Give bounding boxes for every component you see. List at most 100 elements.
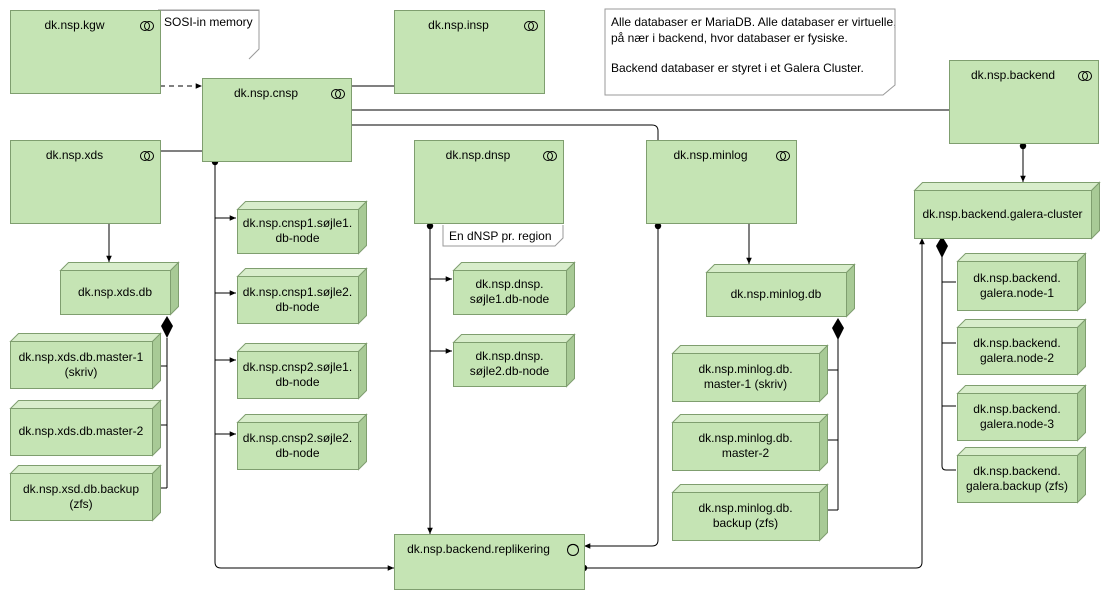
node-label-line: dk.nsp.backend. — [973, 401, 1061, 416]
node-label-line: dk.nsp.backend. — [973, 270, 1061, 285]
node-minlog-m2[interactable]: dk.nsp.minlog.db.master-2 — [671, 413, 829, 472]
node-label-line: galera.node-2 — [979, 350, 1055, 365]
galera-aggregation — [941, 255, 956, 471]
node-label-line: dk.nsp.xds.db.master-2 — [18, 424, 144, 438]
node-cnsp1-s2[interactable]: dk.nsp.cnsp1.søjle2.db-node — [236, 267, 368, 325]
node-label-line: dk.nsp.minlog.db — [730, 286, 822, 301]
node-shape — [452, 261, 576, 316]
minlogdb-aggregation — [826, 338, 839, 511]
node-label: dk.nsp.minlog.db.master-1 (skriv) — [672, 362, 819, 392]
node-label-line: galera.node-1 — [979, 285, 1055, 300]
node-label-line: dk.nsp.minlog.db. — [698, 501, 793, 515]
node-label-line: søjle2.db-node — [469, 364, 550, 378]
info-line-2: på nær i backend, hvor databaser er fysi… — [611, 31, 848, 45]
info-line-1: Alle databaser er MariaDB. Alle database… — [611, 15, 897, 29]
component-icon — [331, 88, 345, 100]
node-dnsp-s2[interactable]: dk.nsp.dnsp.søjle2.db-node — [452, 333, 576, 388]
node-shape — [236, 413, 368, 471]
component-replikering-title: dk.nsp.backend.replikering — [407, 542, 550, 556]
node-label-line: db-node — [275, 299, 320, 314]
node-label-line: dk.nsp.cnsp1.søjle1. — [242, 216, 353, 230]
node-minlog-bk[interactable]: dk.nsp.minlog.db.backup (zfs) — [671, 483, 829, 542]
node-cnsp2-s1[interactable]: dk.nsp.cnsp2.søjle1.db-node — [236, 342, 368, 400]
node-label-line: galera.backup (zfs) — [965, 478, 1069, 493]
node-label: dk.nsp.minlog.db.backup (zfs) — [672, 501, 819, 531]
node-xds-master1[interactable]: dk.nsp.xds.db.master-1(skriv) — [9, 332, 162, 390]
node-label: dk.nsp.xds.db.master-1(skriv) — [10, 350, 152, 380]
node-minlog-m1[interactable]: dk.nsp.minlog.db.master-1 (skriv) — [671, 344, 829, 403]
node-galera3[interactable]: dk.nsp.backend.galera.node-3 — [956, 384, 1087, 442]
component-insp-title: dk.nsp.insp — [428, 18, 489, 32]
node-dnsp-s1[interactable]: dk.nsp.dnsp.søjle1.db-node — [452, 261, 576, 316]
node-galera1[interactable]: dk.nsp.backend.galera.node-1 — [956, 252, 1087, 312]
node-shape — [236, 342, 368, 400]
node-label: dk.nsp.backend.galera.node-2 — [957, 336, 1077, 366]
node-label: dk.nsp.cnsp1.søjle2.db-node — [237, 285, 358, 315]
node-galera-bk[interactable]: dk.nsp.backend.galera.backup (zfs) — [956, 446, 1087, 504]
node-shape — [452, 333, 576, 388]
node-cnsp2-s2[interactable]: dk.nsp.cnsp2.søjle2.db-node — [236, 413, 368, 471]
info-note: Alle databaser er MariaDB. Alle database… — [605, 9, 897, 95]
sosi-note-border — [158, 9, 260, 60]
node-xds-master2[interactable]: dk.nsp.xds.db.master-2 — [9, 399, 162, 457]
node-label-line: dk.nsp.cnsp2.søjle2. — [242, 430, 353, 445]
node-shape — [59, 261, 180, 316]
node-label-line: db-node — [275, 445, 320, 460]
component-xds-title: dk.nsp.xds — [45, 148, 104, 162]
node-label-line: master-1 (skriv) — [703, 377, 788, 391]
node-label-line: (skriv) — [64, 364, 98, 379]
component-cnsp-title: dk.nsp.cnsp — [233, 86, 299, 100]
component-kgw[interactable]: dk.nsp.kgw — [10, 10, 161, 94]
node-label-line: db-node — [275, 231, 320, 245]
node-cnsp1-s1[interactable]: dk.nsp.cnsp1.søjle1.db-node — [236, 200, 368, 255]
node-shape — [671, 344, 829, 403]
node-galera-cluster[interactable]: dk.nsp.backend.galera-cluster — [913, 181, 1101, 240]
node-shape — [956, 318, 1087, 376]
info-line-3: Backend databaser er styret i et Galera … — [611, 61, 864, 75]
component-backend-title: dk.nsp.backend — [970, 68, 1056, 82]
aggregation-diamond-minlog — [832, 318, 844, 340]
component-icon — [140, 150, 154, 162]
node-xds-db[interactable]: dk.nsp.xds.db — [59, 261, 180, 316]
node-label-line: dk.nsp.xds.db — [77, 284, 153, 299]
sosi-note-text: SOSI-in memory — [164, 15, 253, 29]
node-galera2[interactable]: dk.nsp.backend.galera.node-2 — [956, 318, 1087, 376]
dnsp-region-note-text: En dNSP pr. region — [449, 229, 552, 243]
node-label: dk.nsp.backend.galera.node-1 — [957, 271, 1077, 301]
node-label: dk.nsp.backend.galera.backup (zfs) — [957, 464, 1077, 494]
component-insp[interactable]: dk.nsp.insp — [394, 10, 545, 94]
component-backend[interactable]: dk.nsp.backend — [949, 60, 1099, 144]
node-xsd-backup[interactable]: dk.nsp.xsd.db.backup(zfs) — [9, 464, 162, 522]
node-shape — [236, 200, 368, 255]
component-cnsp[interactable]: dk.nsp.cnsp — [202, 78, 352, 162]
component-minlog[interactable]: dk.nsp.minlog — [646, 140, 797, 224]
cnsp-minlog-connector — [351, 124, 659, 140]
dnsp-region-note: En dNSP pr. region — [443, 225, 564, 247]
component-dnsp[interactable]: dk.nsp.dnsp — [414, 140, 564, 224]
xdsdb-aggregation — [160, 338, 168, 489]
node-label-line: (zfs) — [69, 496, 93, 511]
node-shape — [9, 399, 162, 457]
node-shape — [956, 384, 1087, 442]
node-label: dk.nsp.xds.db — [60, 285, 170, 300]
node-label-line: dk.nsp.dnsp. — [475, 277, 544, 291]
node-label: dk.nsp.dnsp.søjle2.db-node — [453, 349, 566, 379]
node-minlog-db[interactable]: dk.nsp.minlog.db — [705, 263, 856, 318]
node-label-line: dk.nsp.backend. — [973, 335, 1061, 350]
node-label: dk.nsp.cnsp2.søjle1.db-node — [237, 360, 358, 390]
node-shape — [9, 464, 162, 522]
component-icon — [524, 20, 538, 32]
component-icon — [1078, 70, 1092, 82]
node-label-line: dk.nsp.minlog.db. — [698, 362, 793, 376]
node-label-line: dk.nsp.cnsp2.søjle1. — [242, 359, 353, 374]
component-xds[interactable]: dk.nsp.xds — [10, 140, 161, 224]
component-kgw-title: dk.nsp.kgw — [44, 18, 105, 32]
node-label: dk.nsp.xds.db.master-2 — [10, 424, 152, 439]
node-shape — [956, 446, 1087, 504]
component-icon — [543, 150, 557, 162]
node-shape — [671, 483, 829, 542]
component-replikering[interactable]: dk.nsp.backend.replikering — [394, 534, 585, 590]
node-shape — [956, 252, 1087, 312]
